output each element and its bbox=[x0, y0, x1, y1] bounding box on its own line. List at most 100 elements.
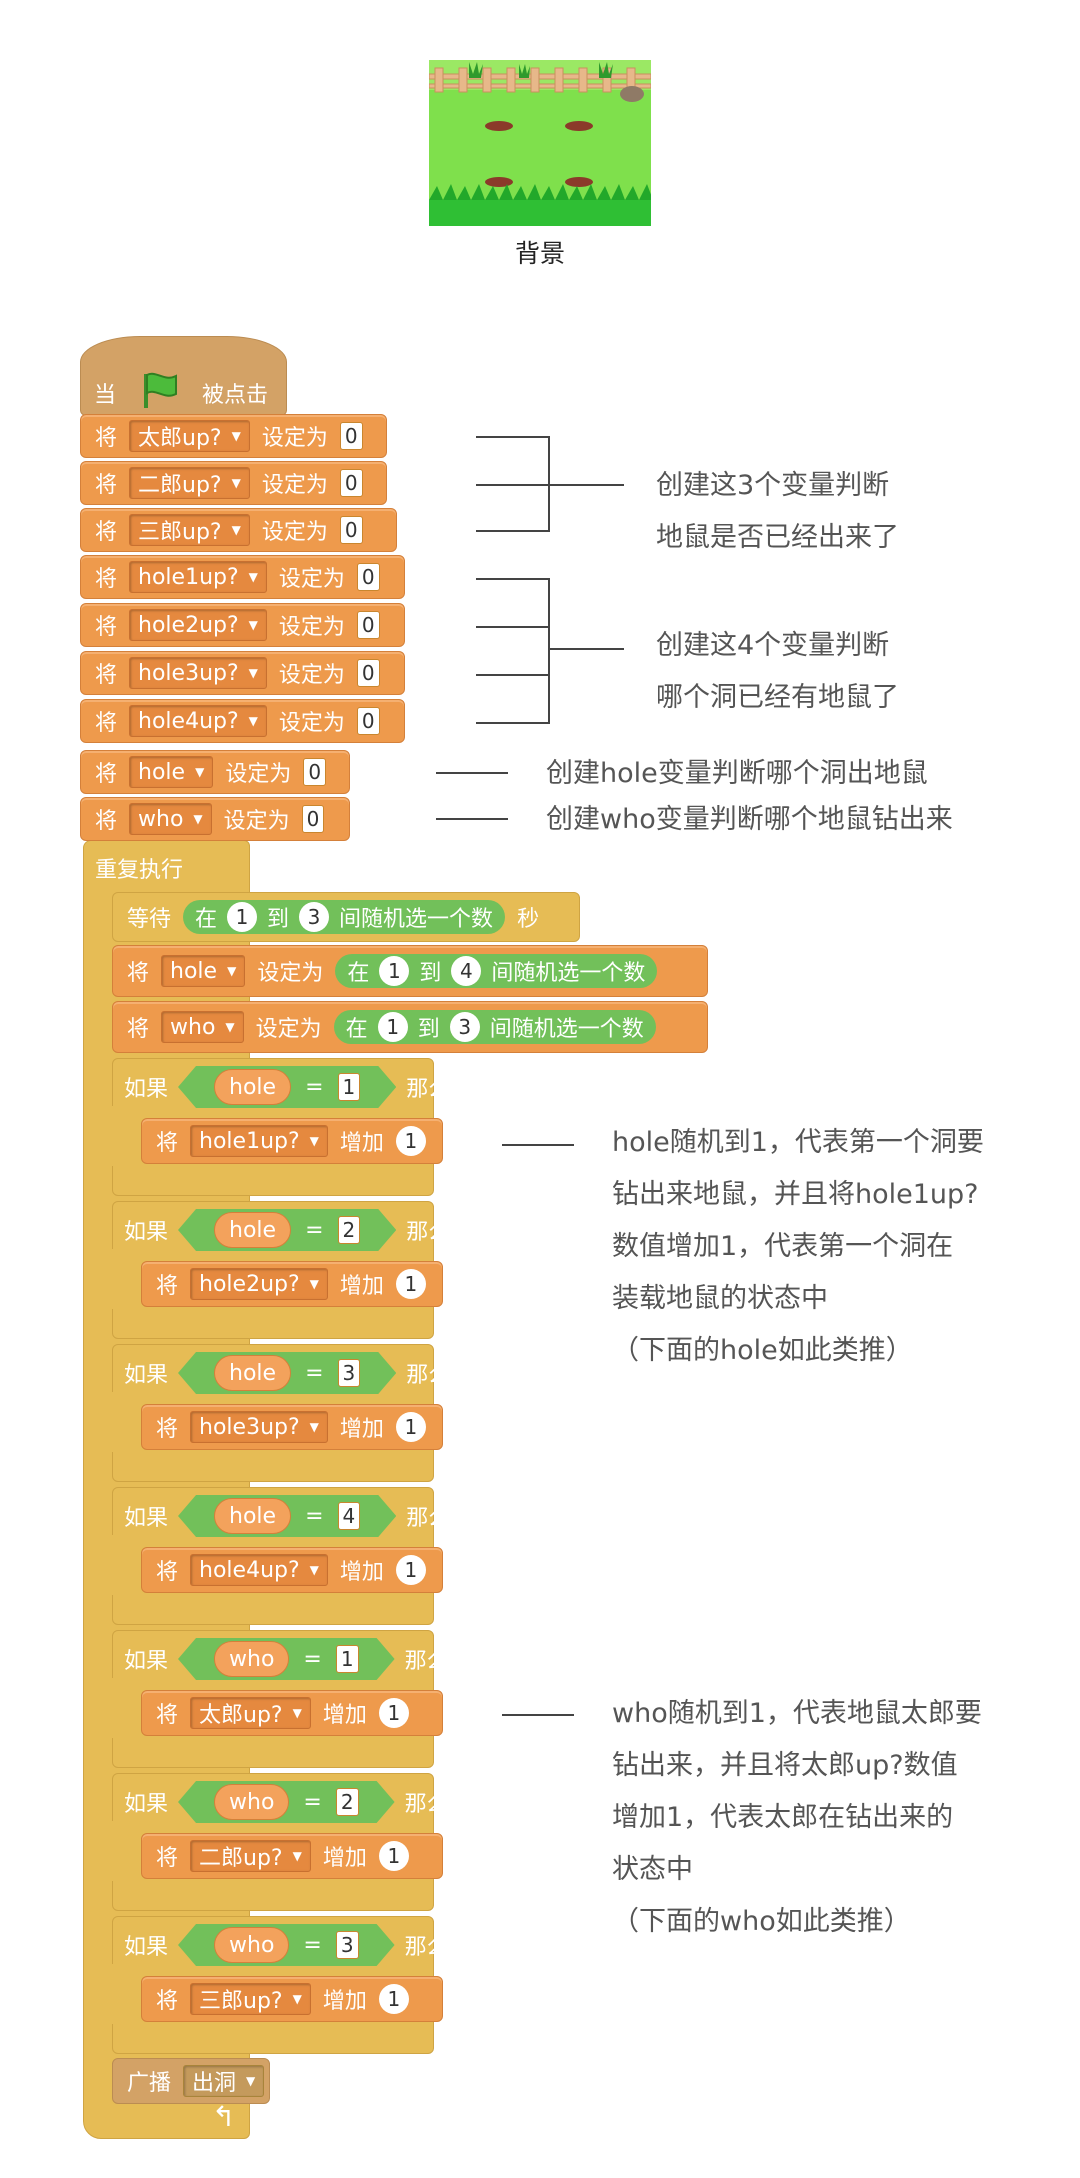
change-label: 将 bbox=[156, 1131, 179, 1156]
green-flag-icon[interactable] bbox=[138, 370, 180, 416]
var-dropdown[interactable]: 二郎up?▼ bbox=[129, 467, 250, 499]
broadcast-block[interactable]: 广播 出洞▼ bbox=[112, 2058, 270, 2104]
compare-value[interactable]: 2 bbox=[338, 1216, 361, 1244]
variable-reporter[interactable]: who bbox=[214, 1641, 289, 1677]
set-to-label: 设定为 bbox=[278, 567, 345, 592]
variable-reporter[interactable]: who bbox=[214, 1784, 289, 1820]
equals-operator[interactable]: hole = 4 bbox=[178, 1495, 396, 1537]
increment-value[interactable]: 1 bbox=[395, 1269, 426, 1299]
compare-value[interactable]: 1 bbox=[338, 1073, 361, 1101]
value-input[interactable]: 0 bbox=[303, 758, 327, 786]
change-var-block[interactable]: 将 hole2up?▼ 增加 1 bbox=[141, 1261, 443, 1307]
var-dropdown[interactable]: hole4up?▼ bbox=[190, 1554, 328, 1586]
change-var-block[interactable]: 将 二郎up?▼ 增加 1 bbox=[141, 1833, 443, 1879]
random-to[interactable]: 3 bbox=[299, 902, 330, 932]
set-var-block[interactable]: 将 hole▼ 设定为 0 bbox=[80, 750, 350, 794]
stage-thumbnail[interactable] bbox=[429, 60, 651, 226]
random-reporter[interactable]: 在 1 到 3 间随机选一个数 bbox=[183, 900, 506, 934]
change-var-block[interactable]: 将 hole4up?▼ 增加 1 bbox=[141, 1547, 443, 1593]
var-dropdown[interactable]: 二郎up?▼ bbox=[190, 1840, 311, 1872]
equals-operator[interactable]: who = 3 bbox=[178, 1924, 395, 1966]
var-dropdown[interactable]: hole1up?▼ bbox=[129, 561, 267, 593]
variable-reporter[interactable]: hole bbox=[214, 1498, 291, 1534]
then-label: 那么 bbox=[406, 1363, 451, 1388]
increment-value[interactable]: 1 bbox=[378, 1841, 409, 1871]
random-reporter[interactable]: 在 1 到 4 间随机选一个数 bbox=[335, 954, 658, 988]
increment-value[interactable]: 1 bbox=[378, 1984, 409, 2014]
set-var-block[interactable]: 将 三郎up?▼ 设定为 0 bbox=[80, 508, 397, 552]
set-to-label: 设定为 bbox=[261, 473, 328, 498]
var-dropdown[interactable]: hole2up?▼ bbox=[190, 1268, 328, 1300]
equals-operator[interactable]: who = 1 bbox=[178, 1638, 395, 1680]
increment-value[interactable]: 1 bbox=[395, 1126, 426, 1156]
random-from[interactable]: 1 bbox=[227, 902, 258, 932]
var-dropdown[interactable]: hole▼ bbox=[161, 955, 246, 987]
increment-value[interactable]: 1 bbox=[378, 1698, 409, 1728]
set-to-label: 设定为 bbox=[278, 615, 345, 640]
value-input[interactable]: 0 bbox=[339, 516, 363, 544]
set-who-random-block[interactable]: 将 who▼ 设定为 在 1 到 3 间随机选一个数 bbox=[112, 1001, 708, 1053]
var-dropdown[interactable]: 三郎up?▼ bbox=[190, 1983, 311, 2015]
change-var-block[interactable]: 将 hole3up?▼ 增加 1 bbox=[141, 1404, 443, 1450]
set-to-label: 设定为 bbox=[225, 762, 292, 787]
equals-operator[interactable]: hole = 2 bbox=[178, 1209, 396, 1251]
value-input[interactable]: 0 bbox=[356, 707, 380, 735]
set-var-block[interactable]: 将 二郎up?▼ 设定为 0 bbox=[80, 461, 387, 505]
value-input[interactable]: 0 bbox=[356, 659, 380, 687]
value-input[interactable]: 0 bbox=[301, 805, 325, 833]
equals-operator[interactable]: who = 2 bbox=[178, 1781, 395, 1823]
set-label: 将 bbox=[95, 809, 118, 834]
bracket-line bbox=[548, 578, 550, 724]
increment-value[interactable]: 1 bbox=[395, 1555, 426, 1585]
increment-value[interactable]: 1 bbox=[395, 1412, 426, 1442]
by-label: 增加 bbox=[339, 1417, 384, 1442]
change-var-block[interactable]: 将 三郎up?▼ 增加 1 bbox=[141, 1976, 443, 2022]
set-var-block[interactable]: 将 hole2up?▼ 设定为 0 bbox=[80, 603, 405, 647]
set-var-block[interactable]: 将 hole4up?▼ 设定为 0 bbox=[80, 699, 405, 743]
set-var-block[interactable]: 将 who▼ 设定为 0 bbox=[80, 797, 350, 841]
var-dropdown[interactable]: hole3up?▼ bbox=[129, 657, 267, 689]
compare-value[interactable]: 3 bbox=[338, 1359, 361, 1387]
if-label: 如果 bbox=[124, 1935, 169, 1960]
set-hole-random-block[interactable]: 将 hole▼ 设定为 在 1 到 4 间随机选一个数 bbox=[112, 945, 708, 997]
var-dropdown[interactable]: 三郎up?▼ bbox=[129, 514, 250, 546]
random-to[interactable]: 3 bbox=[449, 1012, 480, 1042]
value-input[interactable]: 0 bbox=[339, 469, 363, 497]
set-var-block[interactable]: 将 hole1up?▼ 设定为 0 bbox=[80, 555, 405, 599]
random-reporter[interactable]: 在 1 到 3 间随机选一个数 bbox=[333, 1010, 656, 1044]
set-var-block[interactable]: 将 hole3up?▼ 设定为 0 bbox=[80, 651, 405, 695]
compare-value[interactable]: 4 bbox=[338, 1502, 361, 1530]
var-dropdown[interactable]: 太郎up?▼ bbox=[190, 1697, 311, 1729]
var-dropdown[interactable]: hole4up?▼ bbox=[129, 705, 267, 737]
set-var-block[interactable]: 将 太郎up?▼ 设定为 0 bbox=[80, 414, 387, 458]
value-input[interactable]: 0 bbox=[339, 422, 363, 450]
loop-arrow-icon: ↰ bbox=[212, 2100, 236, 2133]
when-flag-clicked-hat[interactable] bbox=[80, 336, 287, 416]
value-input[interactable]: 0 bbox=[356, 611, 380, 639]
equals-operator[interactable]: hole = 3 bbox=[178, 1352, 396, 1394]
change-label: 将 bbox=[156, 1560, 179, 1585]
equals-operator[interactable]: hole = 1 bbox=[178, 1066, 396, 1108]
var-dropdown[interactable]: 太郎up?▼ bbox=[129, 420, 250, 452]
var-dropdown[interactable]: who▼ bbox=[129, 803, 212, 835]
compare-value[interactable]: 3 bbox=[336, 1931, 359, 1959]
value-input[interactable]: 0 bbox=[356, 563, 380, 591]
var-dropdown[interactable]: hole1up?▼ bbox=[190, 1125, 328, 1157]
compare-value[interactable]: 2 bbox=[336, 1788, 359, 1816]
var-dropdown[interactable]: hole▼ bbox=[129, 756, 214, 788]
change-var-block[interactable]: 将 hole1up?▼ 增加 1 bbox=[141, 1118, 443, 1164]
change-var-block[interactable]: 将 太郎up?▼ 增加 1 bbox=[141, 1690, 443, 1736]
variable-reporter[interactable]: hole bbox=[214, 1355, 291, 1391]
var-dropdown[interactable]: hole3up?▼ bbox=[190, 1411, 328, 1443]
var-dropdown[interactable]: hole2up?▼ bbox=[129, 609, 267, 641]
random-from[interactable]: 1 bbox=[379, 956, 410, 986]
message-dropdown[interactable]: 出洞▼ bbox=[183, 2065, 265, 2097]
variable-reporter[interactable]: hole bbox=[214, 1212, 291, 1248]
wait-block[interactable]: 等待 在 1 到 3 间随机选一个数 秒 bbox=[112, 892, 580, 942]
random-to[interactable]: 4 bbox=[451, 956, 482, 986]
compare-value[interactable]: 1 bbox=[336, 1645, 359, 1673]
var-dropdown[interactable]: who▼ bbox=[161, 1011, 244, 1043]
variable-reporter[interactable]: hole bbox=[214, 1069, 291, 1105]
variable-reporter[interactable]: who bbox=[214, 1927, 289, 1963]
random-from[interactable]: 1 bbox=[377, 1012, 408, 1042]
